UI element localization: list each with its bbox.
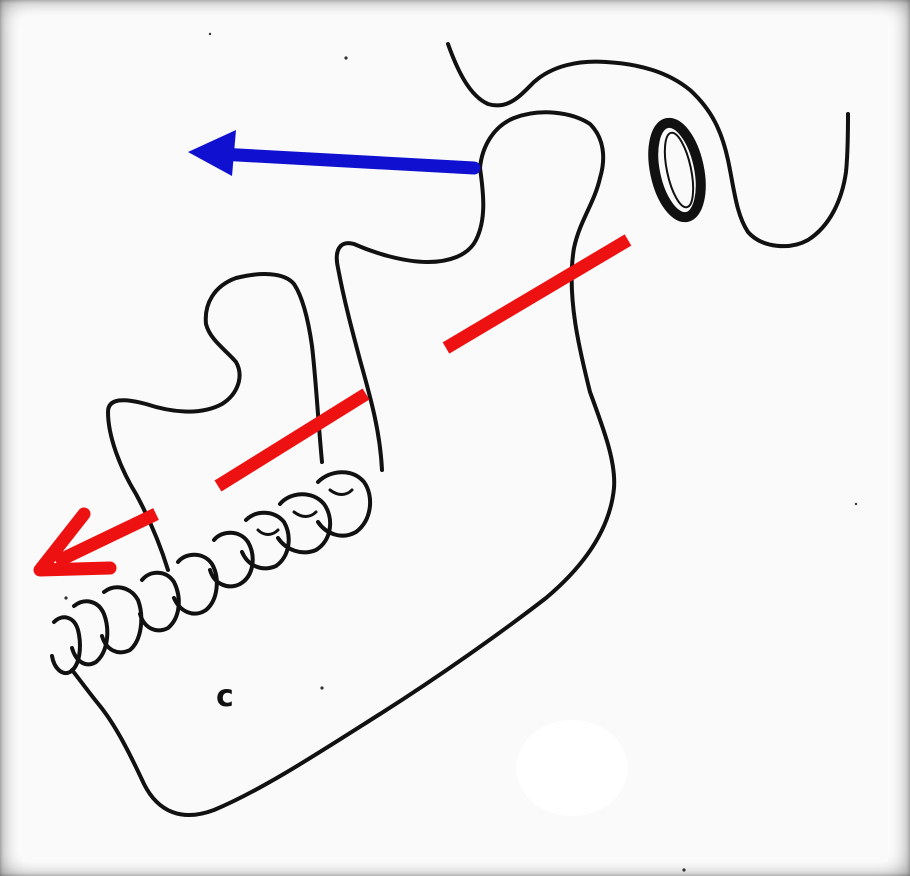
speck-marks (64, 33, 857, 872)
mandible-outline (72, 112, 614, 815)
red-line-upper (446, 240, 628, 348)
white-spot (516, 720, 628, 816)
tooth-cusp-line (330, 490, 352, 495)
ear-canal-icon (646, 118, 709, 221)
blue-arrow-shaft (220, 154, 474, 168)
tooth-cusp-line-2 (294, 512, 316, 517)
tooth-incisor-0 (52, 617, 80, 673)
mandible-letter: c (216, 679, 234, 714)
tooth-canine (140, 573, 179, 631)
tooth-cusp-line-3 (258, 530, 278, 535)
temporal-bone-outline (448, 44, 848, 246)
blue-arrow-head (188, 130, 236, 176)
left-arrow-icon (40, 514, 156, 570)
left-arrow-icon (188, 130, 474, 176)
sigmoid-notch (337, 168, 483, 470)
